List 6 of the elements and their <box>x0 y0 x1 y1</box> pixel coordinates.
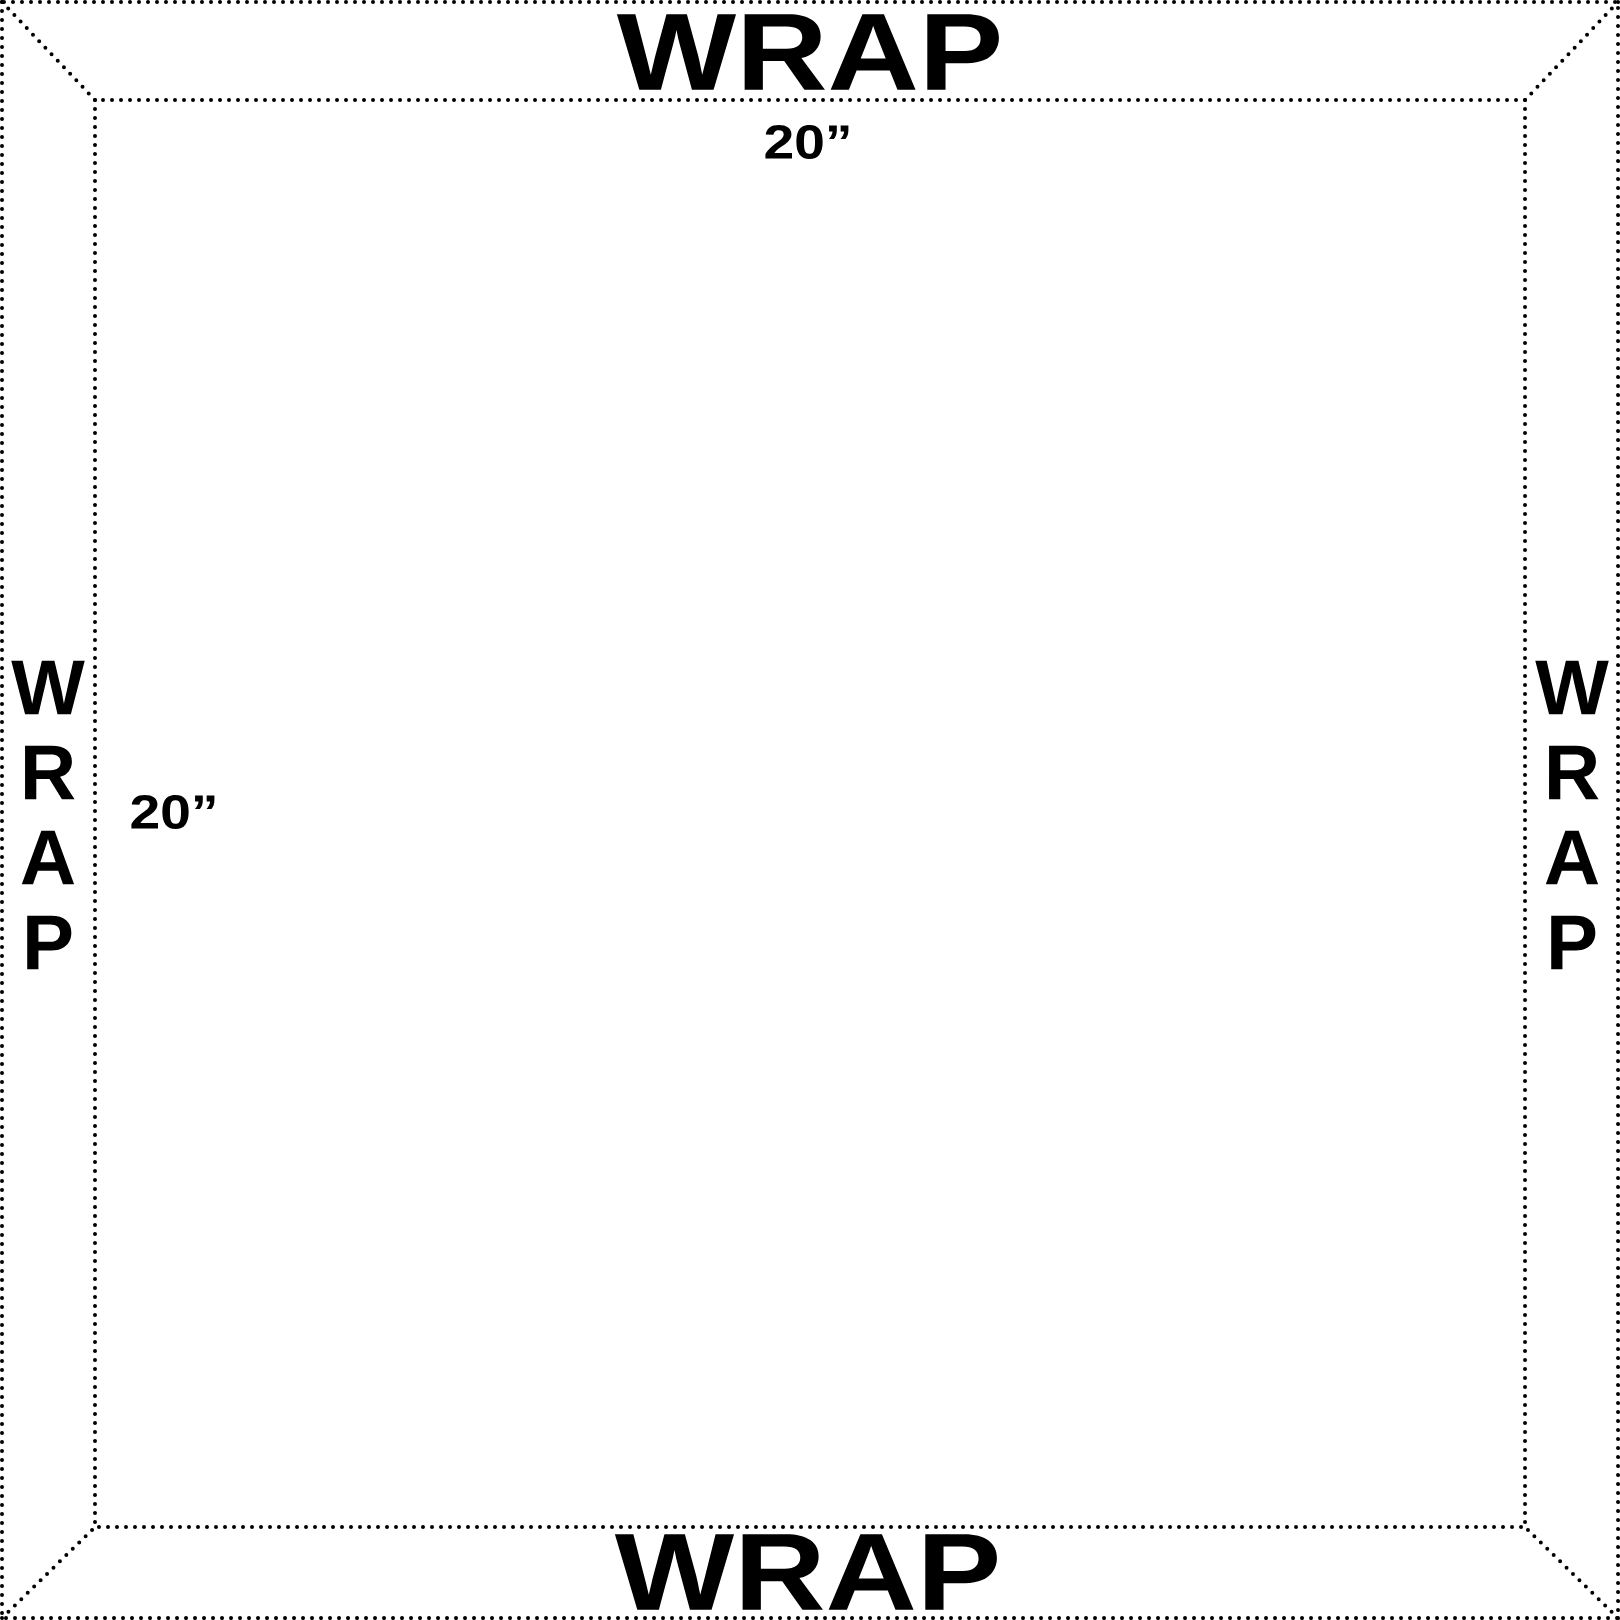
dimension-label: 20” <box>131 795 215 829</box>
dimension-label: 20” <box>765 125 849 159</box>
wrap-label: WRAP <box>11 660 85 970</box>
wrap-label: WRAP <box>614 1534 997 1610</box>
wrap-label: WRAP <box>1535 660 1609 970</box>
wrap-label: WRAP <box>616 14 999 90</box>
